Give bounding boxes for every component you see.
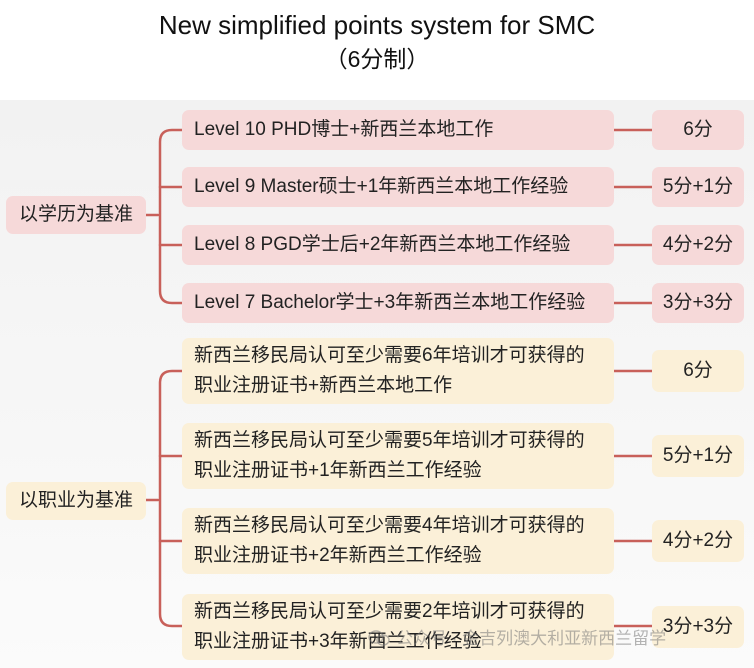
education-item-1: Level 10 PHD博士+新西兰本地工作 [182, 110, 614, 150]
score-label: 6分 [683, 119, 713, 140]
score-label: 4分+2分 [662, 530, 734, 551]
score-label: 6分 [683, 360, 713, 381]
item-text: Level 10 PHD博士+新西兰本地工作 [194, 119, 494, 140]
item-text: Level 8 PGD学士后+2年新西兰本地工作经验 [194, 234, 571, 255]
education-score-3: 4分+2分 [652, 225, 744, 265]
item-line-2: 职业注册证书+1年新西兰工作经验 [194, 460, 482, 481]
item-line-1: 新西兰移民局认可至少需要4年培训才可获得的 [194, 515, 585, 536]
education-item-4: Level 7 Bachelor学士+3年新西兰本地工作经验 [182, 283, 614, 323]
occupation-item-1: 新西兰移民局认可至少需要6年培训才可获得的 职业注册证书+新西兰本地工作 [182, 338, 614, 404]
education-score-1: 6分 [652, 110, 744, 150]
score-label: 3分+3分 [662, 616, 734, 637]
occupation-item-2: 新西兰移民局认可至少需要5年培训才可获得的 职业注册证书+1年新西兰工作经验 [182, 423, 614, 489]
watermark: 公众号 · 金吉列澳大利亚新西兰留学 [368, 624, 754, 654]
education-item-3: Level 8 PGD学士后+2年新西兰本地工作经验 [182, 225, 614, 265]
score-label: 3分+3分 [662, 292, 734, 313]
item-text: Level 7 Bachelor学士+3年新西兰本地工作经验 [194, 292, 586, 313]
score-label: 5分+1分 [662, 445, 734, 466]
item-line-2: 职业注册证书+3年新西兰工作经验 [194, 631, 482, 652]
connector-branch2 [158, 369, 184, 628]
root-label: 以学历为基准 [18, 204, 133, 225]
item-line-2: 职业注册证书+2年新西兰工作经验 [194, 545, 482, 566]
occupation-item-3: 新西兰移民局认可至少需要4年培训才可获得的 职业注册证书+2年新西兰工作经验 [182, 508, 614, 574]
education-score-4: 3分+3分 [652, 283, 744, 323]
root-node-education: 以学历为基准 [6, 196, 146, 234]
occupation-score-4: 3分+3分 [652, 606, 744, 648]
connector-branch1 [158, 128, 184, 305]
item-line-2: 职业注册证书+新西兰本地工作 [194, 375, 453, 396]
root-node-occupation: 以职业为基准 [6, 482, 146, 520]
occupation-item-4: 新西兰移民局认可至少需要2年培训才可获得的 职业注册证书+3年新西兰工作经验 [182, 594, 614, 660]
education-score-2: 5分+1分 [652, 167, 744, 207]
education-item-2: Level 9 Master硕士+1年新西兰本地工作经验 [182, 167, 614, 207]
root-label: 以职业为基准 [18, 490, 133, 511]
item-line-1: 新西兰移民局认可至少需要6年培训才可获得的 [194, 345, 585, 366]
item-line-1: 新西兰移民局认可至少需要2年培训才可获得的 [194, 601, 585, 622]
header: New simplified points system for SMC （6分… [0, 0, 754, 102]
wechat-icon [368, 630, 390, 646]
watermark-text: 公众号 · 金吉列澳大利亚新西兰留学 [396, 629, 667, 648]
score-label: 5分+1分 [662, 176, 734, 197]
page-subtitle: （6分制） [324, 46, 430, 72]
occupation-score-2: 5分+1分 [652, 435, 744, 477]
occupation-score-1: 6分 [652, 350, 744, 392]
occupation-score-3: 4分+2分 [652, 520, 744, 562]
item-text: Level 9 Master硕士+1年新西兰本地工作经验 [194, 176, 569, 197]
page-title: New simplified points system for SMC [158, 10, 596, 40]
score-label: 4分+2分 [662, 234, 734, 255]
item-line-1: 新西兰移民局认可至少需要5年培训才可获得的 [194, 430, 585, 451]
